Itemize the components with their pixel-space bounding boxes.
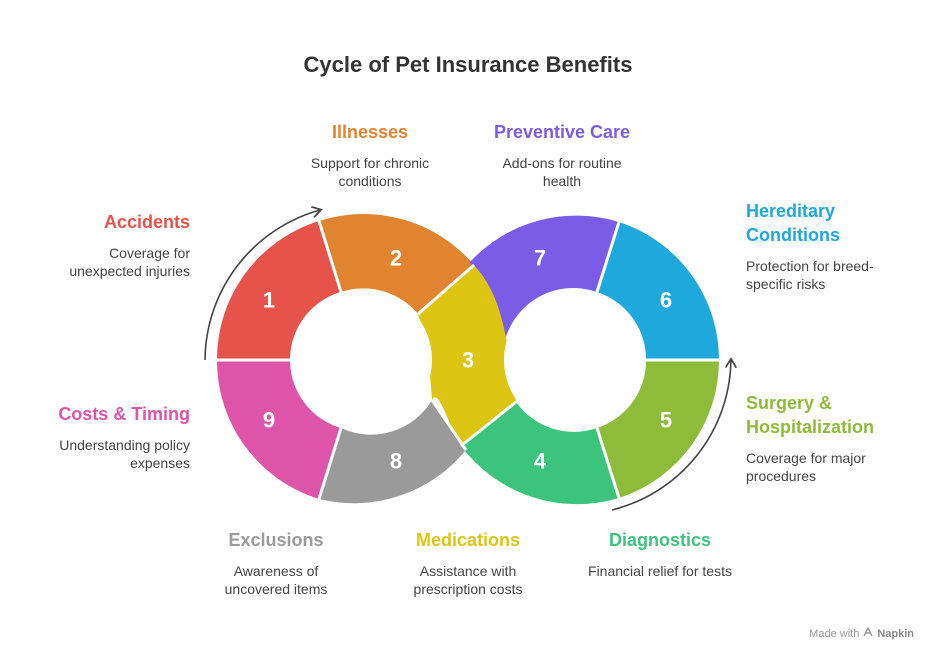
label-diagnostics: Diagnostics Financial relief for tests <box>540 528 780 580</box>
cycle-arrow-right <box>611 360 731 511</box>
segment-9-number: 9 <box>263 408 275 433</box>
segment-1-number: 1 <box>263 288 275 313</box>
segment-5-title: Surgery & Hospitalization <box>746 393 875 437</box>
label-surgery-hospitalization: Surgery & Hospitalization Coverage for m… <box>746 391 906 485</box>
label-costs-timing: Costs & Timing Understanding policy expe… <box>0 402 190 472</box>
segment-6-desc: Protection for breed-specific risks <box>746 258 874 292</box>
segment-7-desc: Add-ons for routine health <box>502 155 622 189</box>
label-preventive-care: Preventive Care Add-ons for routine heal… <box>442 120 682 190</box>
segment-6-shape <box>597 222 720 360</box>
segment-5-number: 5 <box>660 408 672 433</box>
made-with-footer[interactable]: Made with Napkin <box>809 626 914 640</box>
segment-1-desc: Coverage for unexpected injuries <box>69 245 190 279</box>
segment-6-title: Hereditary Conditions <box>746 201 840 245</box>
segment-8-shape <box>319 400 466 504</box>
segment-2-desc: Support for chronic conditions <box>310 155 430 189</box>
segment-8-title: Exclusions <box>228 530 324 550</box>
segment-1-shape <box>216 221 341 360</box>
segment-3-desc: Assistance with prescription costs <box>413 563 523 597</box>
made-with-text: Made with <box>809 627 860 640</box>
segment-4-number: 4 <box>534 449 547 474</box>
segment-2-shape <box>319 213 474 314</box>
segment-8-desc: Awareness of uncovered items <box>224 563 328 597</box>
segment-4-desc: Financial relief for tests <box>588 563 732 579</box>
segment-3-number: 3 <box>462 348 474 373</box>
segment-9-title: Costs & Timing <box>58 404 190 424</box>
segment-7-shape <box>470 215 619 350</box>
segment-separators <box>217 220 719 500</box>
segment-4-title: Diagnostics <box>608 530 712 550</box>
segment-4-shape <box>461 402 619 505</box>
segment-6-number: 6 <box>660 288 672 313</box>
segment-1-title: Accidents <box>103 212 190 232</box>
left-loop-hole <box>290 289 432 431</box>
label-exclusions: Exclusions Awareness of uncovered items <box>156 528 396 598</box>
segment-2-title: Illnesses <box>331 122 409 142</box>
segment-8-number: 8 <box>390 449 402 474</box>
napkin-logo-icon <box>863 626 873 640</box>
cycle-arrow-left <box>204 210 320 361</box>
segment-3-title: Medications <box>415 530 521 550</box>
page-title: Cycle of Pet Insurance Benefits <box>303 52 633 77</box>
label-accidents: Accidents Coverage for unexpected injuri… <box>0 210 190 280</box>
segment-2-number: 2 <box>390 246 402 271</box>
segment-9-desc: Understanding policy expenses <box>59 437 190 471</box>
label-medications: Medications Assistance with prescription… <box>348 528 588 598</box>
label-hereditary-conditions: Hereditary Conditions Protection for bre… <box>746 199 896 293</box>
segment-5-shape <box>597 360 720 498</box>
label-illnesses: Illnesses Support for chronic conditions <box>250 120 490 190</box>
segment-7-title: Preventive Care <box>493 122 631 142</box>
napkin-brand: Napkin <box>877 627 914 640</box>
segment-3-shape <box>418 265 516 446</box>
right-loop-hole <box>504 289 646 431</box>
segment-5-desc: Coverage for major procedures <box>746 450 866 484</box>
segment-7-number: 7 <box>534 246 546 271</box>
